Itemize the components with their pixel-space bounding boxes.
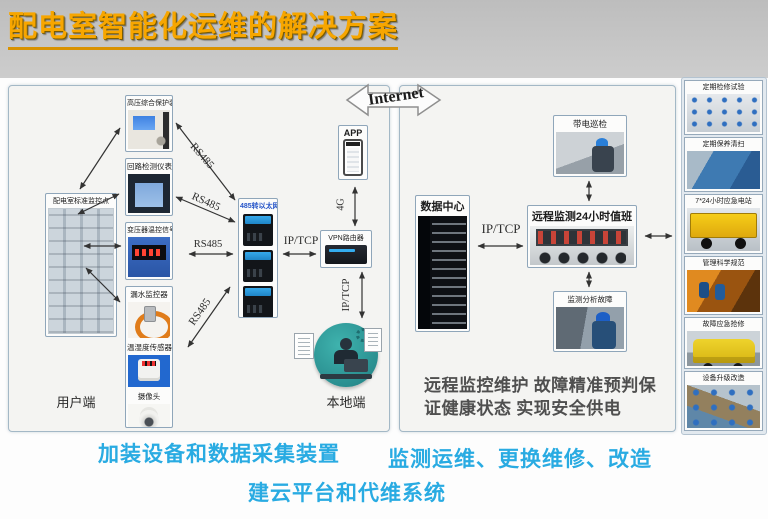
laptop-icon xyxy=(344,359,368,372)
person-head xyxy=(340,338,352,350)
data-center-box: 数据中心 xyxy=(415,195,470,332)
circuit-meter-box: 回路检测仪表 xyxy=(125,158,173,216)
vpn-router-box: VPN路由器 xyxy=(320,230,372,268)
hv-protection-photo xyxy=(128,110,170,149)
vpn-router-photo xyxy=(325,245,367,264)
control-console-photo xyxy=(530,226,634,265)
fault-analysis-box: 监测分析故障 xyxy=(553,291,627,352)
service-label: 设备升级改造 xyxy=(702,375,745,382)
rs485-ethernet-converter-box: 485转以太网 xyxy=(238,198,278,318)
rs485-label: RS485 xyxy=(193,239,223,250)
service-label: 7*24小时应急电站 xyxy=(695,198,752,205)
converter-module xyxy=(243,250,273,282)
temp-humidity-photo xyxy=(128,355,170,387)
service-box-maintenance-clean: 定期保养清扫 xyxy=(684,137,763,192)
service-description-line2: 证健康状态 实现安全供电 xyxy=(424,399,622,418)
service-label: 定期检修试验 xyxy=(702,84,745,91)
service-label: 定期保养清扫 xyxy=(702,141,745,148)
camera-label: 摄像头 xyxy=(137,392,161,401)
user-end-label: 用户端 xyxy=(56,395,96,410)
service-photo xyxy=(687,151,760,189)
service-box-emergency-power: 7*24小时应急电站 xyxy=(684,194,763,254)
data-center-label: 数据中心 xyxy=(420,201,465,213)
server-rack-photo xyxy=(418,216,467,329)
service-photo xyxy=(687,94,760,132)
caption-install-devices: 加装设备和数据采集装置 xyxy=(98,443,340,466)
desk xyxy=(320,374,372,379)
caption-cloud-platform: 建云平台和代维系统 xyxy=(248,482,446,505)
remote-monitoring-label: 远程监测24小时值班 xyxy=(531,211,633,223)
transformer-temp-photo xyxy=(128,237,170,277)
monitor-point-label: 配电室标准监控点 xyxy=(53,198,109,205)
app-label: APP xyxy=(343,128,363,138)
live-patrol-photo xyxy=(556,132,624,174)
service-photo xyxy=(687,270,760,312)
live-patrol-label: 带电巡检 xyxy=(572,119,607,129)
ip-tcp-label: IP/TCP xyxy=(283,235,319,247)
app-phone-photo xyxy=(343,139,363,176)
fault-analysis-label: 监测分析故障 xyxy=(567,295,613,304)
title-band xyxy=(0,0,768,78)
app-box: APP xyxy=(338,125,368,180)
service-photo xyxy=(687,208,760,251)
switchgear-photo xyxy=(48,208,114,334)
document-icon xyxy=(294,333,314,359)
hv-protection-box: 高压综合保护装置 xyxy=(125,95,173,152)
leak-monitor-label: 漏水监控器 xyxy=(130,290,168,299)
converter-module xyxy=(243,286,273,317)
live-patrol-box: 带电巡检 xyxy=(553,115,627,177)
circuit-meter-photo xyxy=(128,174,170,213)
vpn-router-label: VPN路由器 xyxy=(328,235,364,242)
temp-humidity-label: 温湿度传感器 xyxy=(127,343,172,352)
remote-monitoring-box: 远程监测24小时值班 xyxy=(527,205,637,268)
monitor-point-box: 配电室标准监控点 xyxy=(45,193,117,337)
service-label: 故障应急抢修 xyxy=(702,321,745,328)
converter-module xyxy=(243,214,273,246)
service-description: 远程监控维护 故障精准预判保 证健康状态 实现安全供电 xyxy=(424,374,678,420)
converter-label: 485转以太网 xyxy=(240,203,278,210)
hv-protection-label: 高压综合保护装置 xyxy=(127,100,172,107)
service-box-upgrade: 设备升级改造 xyxy=(684,371,763,431)
service-label: 管理科学规范 xyxy=(702,260,745,267)
document-icon xyxy=(364,328,382,352)
sensor-group-box: 漏水监控器 温湿度传感器 摄像头 xyxy=(125,286,173,428)
service-photo xyxy=(687,385,760,428)
circuit-meter-label: 回路检测仪表 xyxy=(127,162,172,171)
transformer-temp-box: 变压器温控信号 xyxy=(125,222,173,280)
leak-monitor-photo xyxy=(128,302,170,338)
service-box-inspection-test: 定期检修试验 xyxy=(684,80,763,135)
page-title: 配电室智能化运维的解决方案 xyxy=(8,10,399,50)
service-description-line1: 远程监控维护 故障精准预判保 xyxy=(424,376,657,395)
transformer-temp-label: 变压器温控信号 xyxy=(127,227,173,234)
service-photo xyxy=(687,331,760,366)
ip-tcp-label: IP/TCP xyxy=(340,278,352,312)
service-box-emergency-repair: 故障应急抢修 xyxy=(684,317,763,369)
caption-monitor-maintain: 监测运维、更换维修、改造 xyxy=(388,448,652,471)
service-box-management: 管理科学规范 xyxy=(684,256,763,315)
camera-photo xyxy=(128,404,170,427)
ip-tcp-label: IP/TCP xyxy=(481,221,521,236)
local-end-label: 本地端 xyxy=(326,395,366,410)
fault-analysis-photo xyxy=(556,307,624,349)
4g-label: 4G xyxy=(335,198,347,211)
